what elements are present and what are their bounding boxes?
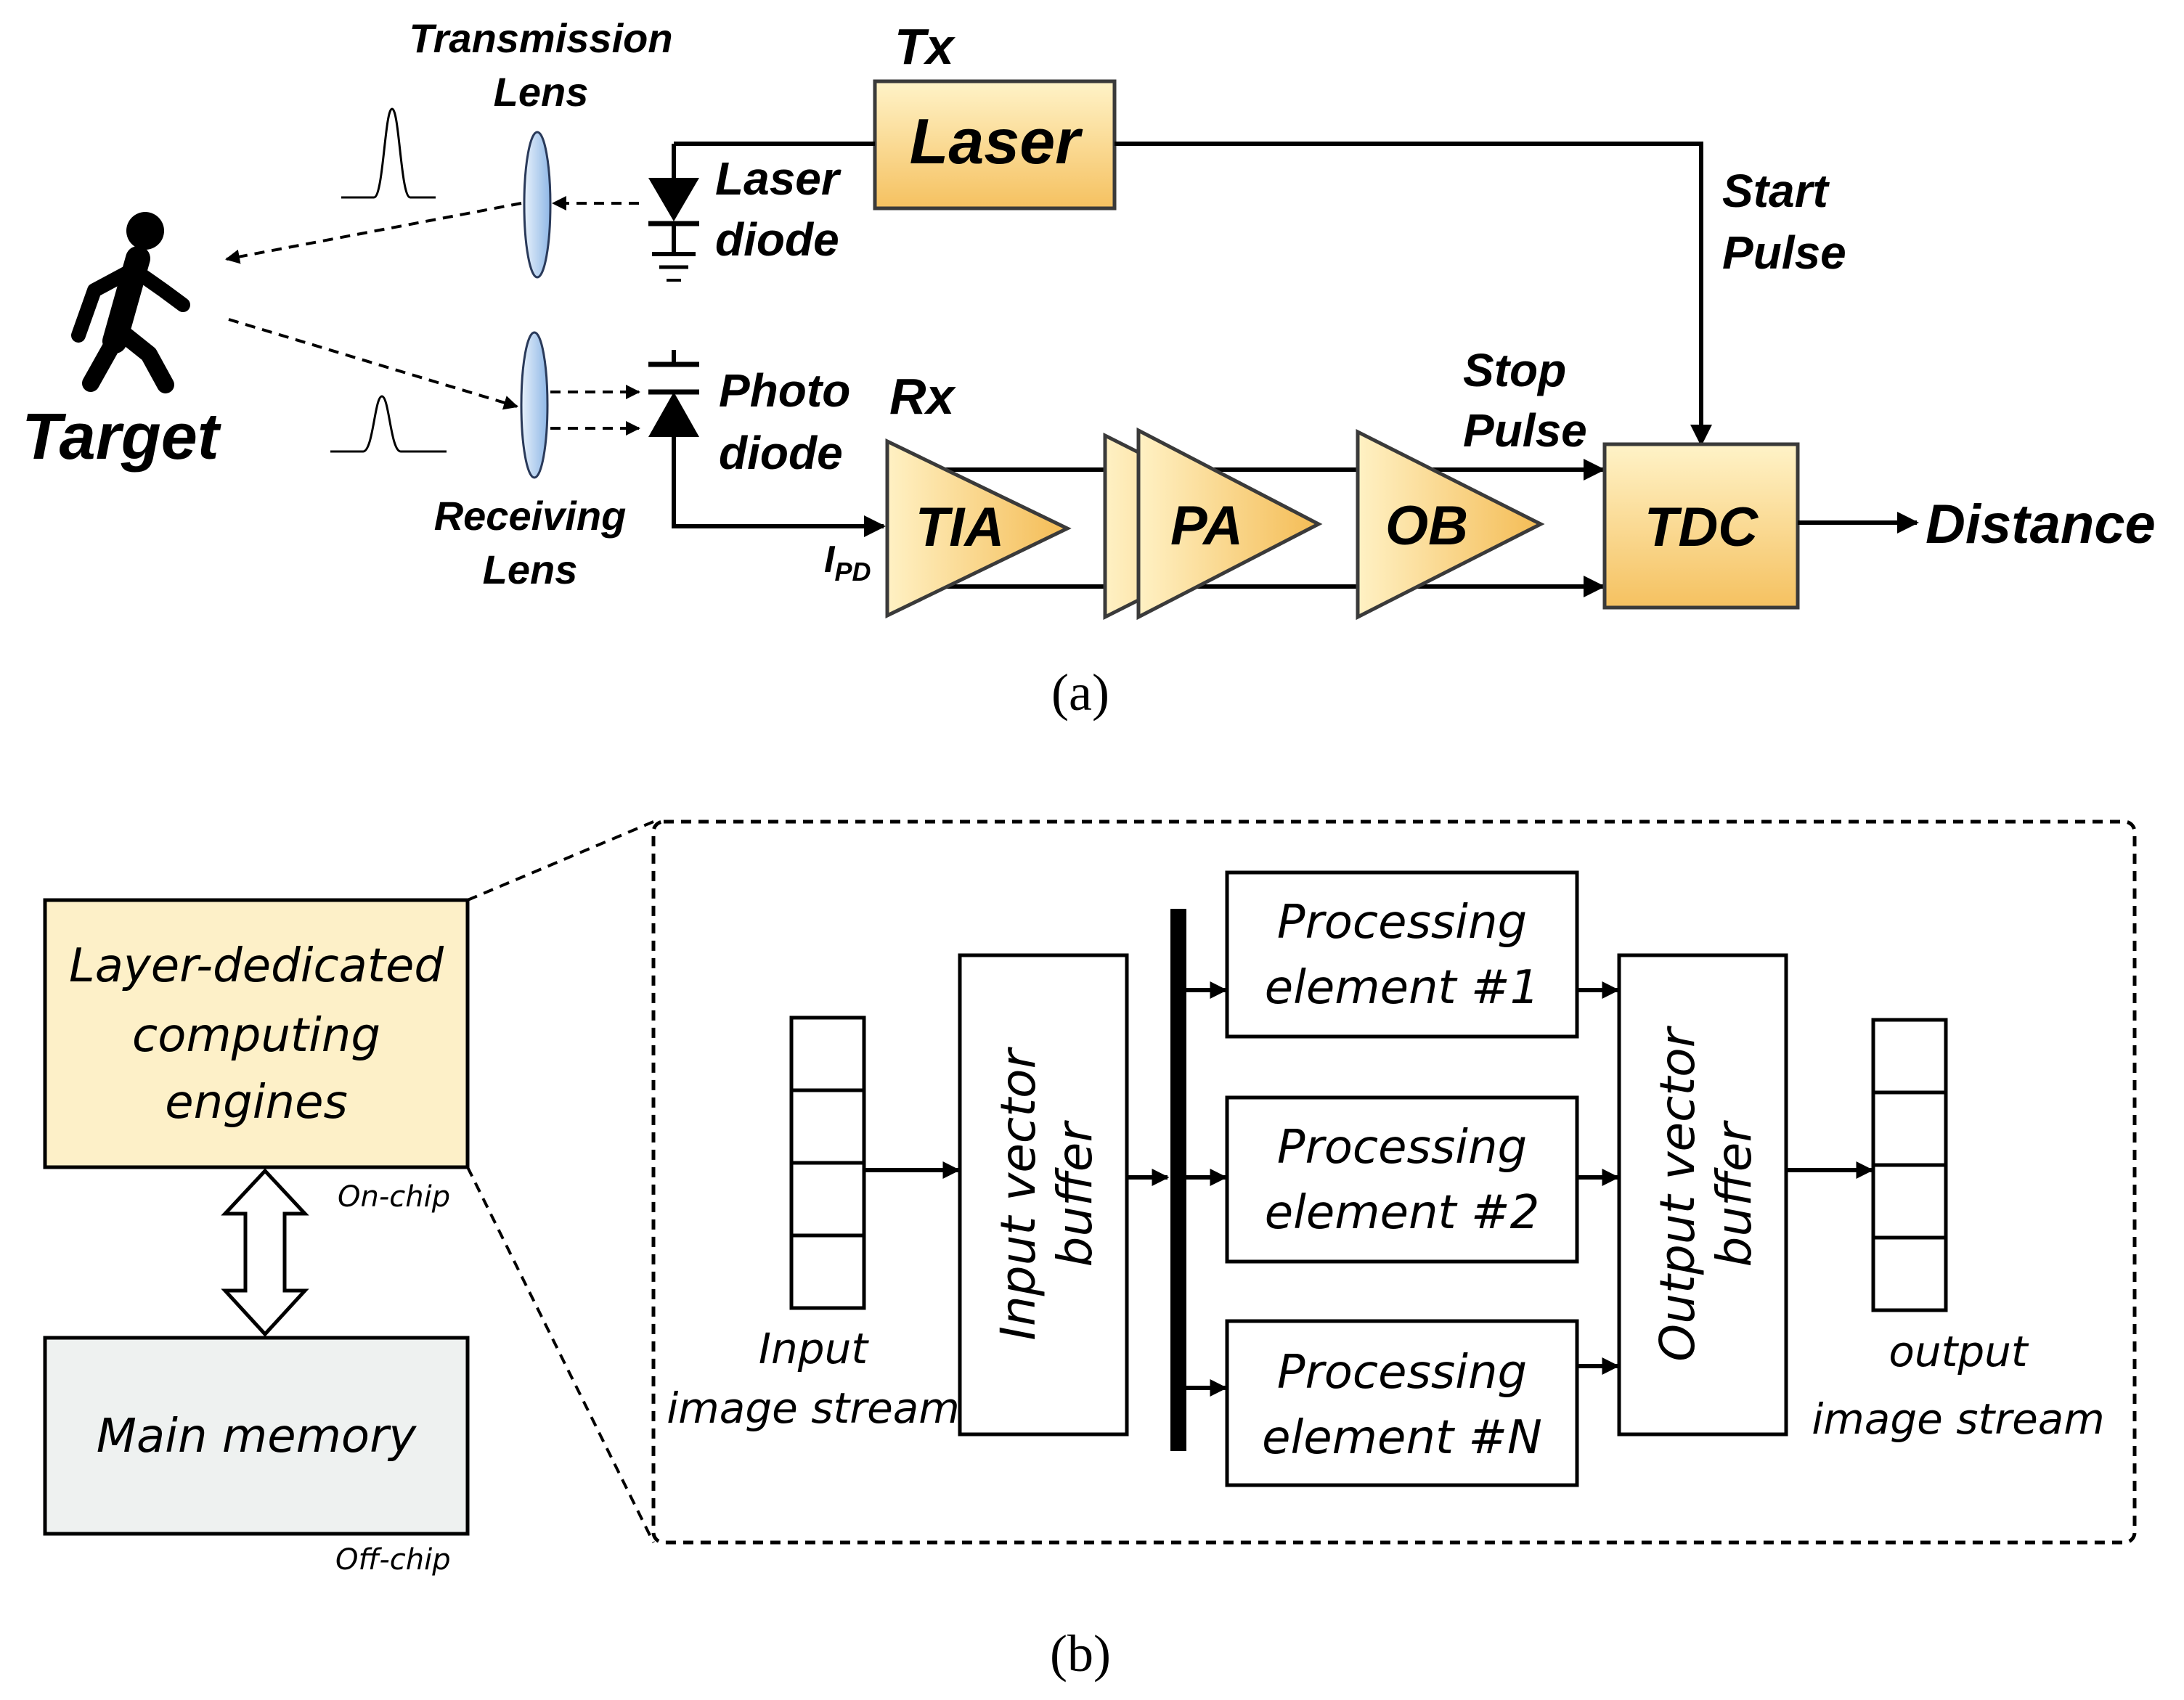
output-buffer-box <box>1617 953 1788 1437</box>
main-memory-box <box>43 1336 470 1536</box>
output-stream-stack <box>1871 1018 1948 1312</box>
tdc-label: TDC <box>1645 496 1759 558</box>
laser-block-label: Laser <box>910 105 1084 177</box>
ob-amplifier <box>1356 428 1545 621</box>
photo-diode-symbol <box>648 350 886 537</box>
ob-label: OB <box>1385 495 1468 557</box>
start-pulse-label-2: Pulse <box>1722 226 1846 279</box>
receiving-lens-label-1: Receiving <box>434 493 627 539</box>
start-pulse-label-1: Start <box>1722 165 1830 217</box>
transmission-lens-label-1: Transmission <box>409 15 672 61</box>
input-buffer-label-2: buffer <box>1047 1120 1103 1267</box>
receiving-lens-label-2: Lens <box>483 547 578 592</box>
on-chip-label: On-chip <box>338 1180 450 1214</box>
processing-element-n <box>1225 1319 1579 1487</box>
main-memory-label: Main memory <box>97 1410 417 1463</box>
transmission-lens <box>523 131 552 279</box>
output-buffer-label-1: Output vector <box>1650 1025 1706 1361</box>
tx-label: Tx <box>895 18 956 75</box>
person-icon <box>71 212 190 393</box>
stop-pulse-label-1: Stop <box>1463 344 1566 396</box>
rx-label: Rx <box>889 368 957 425</box>
pe1-label-1: Processing <box>1277 896 1527 949</box>
receive-pulse-icon <box>330 395 447 453</box>
photo-diode-label-2: diode <box>719 427 843 479</box>
stop-pulse-label-2: Pulse <box>1463 404 1587 457</box>
tia-amplifier <box>885 438 1072 618</box>
output-stream-label-2: image stream <box>1812 1394 2105 1444</box>
output-stream-label-1: output <box>1888 1327 2029 1376</box>
beam-lens-to-target <box>225 202 522 264</box>
input-stream-stack <box>789 1015 866 1310</box>
layer-engines-box <box>43 898 470 1169</box>
input-stream-label-2: image stream <box>667 1384 960 1433</box>
off-chip-label: Off-chip <box>335 1543 451 1577</box>
laser-diode-label-1: Laser <box>715 152 842 205</box>
wire-start-pulse <box>1115 142 1712 446</box>
photo-diode-label-1: Photo <box>719 364 850 417</box>
figure-b: Layer-dedicated computing engines On-chi… <box>43 820 2137 1683</box>
bus-bar <box>1170 909 1186 1451</box>
layer-engines-label-3: engines <box>165 1076 348 1129</box>
bidirectional-arrow-icon <box>221 1168 309 1337</box>
transmit-pulse-icon <box>341 107 436 199</box>
processing-element-1 <box>1225 870 1579 1039</box>
laser-diode-symbol <box>648 144 699 282</box>
pe2-label-1: Processing <box>1277 1121 1527 1174</box>
tdc-block <box>1602 442 1800 610</box>
peN-label-2: element #N <box>1262 1411 1542 1465</box>
pe2-label-2: element #2 <box>1265 1186 1540 1240</box>
pa-amplifier <box>1136 427 1323 621</box>
beam-target-to-lens <box>228 318 518 410</box>
input-buffer-box <box>958 953 1129 1437</box>
input-buffer-label-1: Input vector <box>990 1047 1046 1341</box>
caption-b: (b) <box>1050 1625 1111 1683</box>
output-buffer-label-2: buffer <box>1706 1120 1762 1267</box>
layer-engines-label-1: Layer-dedicated <box>69 939 444 993</box>
zoom-line-bottom <box>466 1166 655 1543</box>
processing-element-2 <box>1225 1095 1579 1264</box>
tia-label: TIA <box>916 496 1004 558</box>
layer-engines-label-2: computing <box>132 1009 380 1063</box>
transmission-lens-label-2: Lens <box>494 69 589 115</box>
zoom-line-top <box>467 820 654 902</box>
pe1-label-2: element #1 <box>1265 961 1540 1015</box>
figure-a: Target Transmission Lens Receiving Lens … <box>22 15 2156 722</box>
target-label: Target <box>22 401 222 473</box>
receiving-lens <box>520 331 549 479</box>
peN-label-1: Processing <box>1277 1346 1527 1399</box>
caption-a: (a) <box>1051 663 1109 722</box>
ipd-label: IPD <box>824 539 871 587</box>
pa-label: PA <box>1170 495 1243 557</box>
input-stream-label-1: Input <box>759 1324 869 1373</box>
distance-label: Distance <box>1926 494 2156 555</box>
laser-diode-label-2: diode <box>715 213 839 266</box>
